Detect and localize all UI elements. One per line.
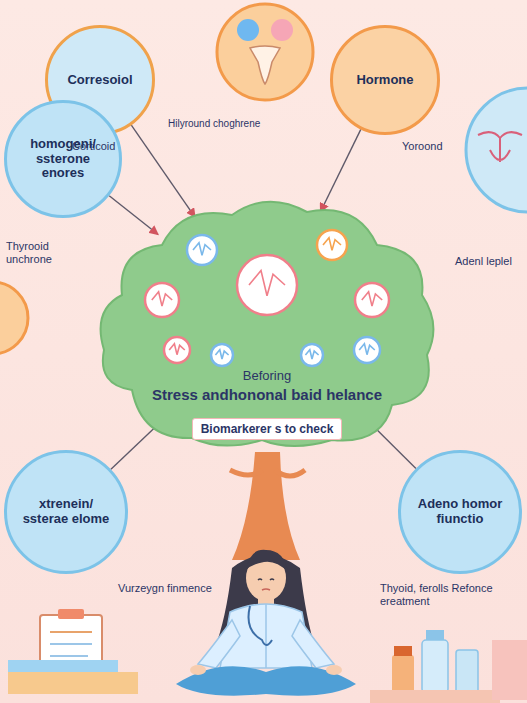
hormone-circle: Hormone (330, 25, 440, 135)
central-cloud: BeforingStress andhononal baid helanceBi… (92, 190, 442, 452)
cloud-shape (92, 190, 442, 452)
hormone-circle: homogeni/ ssterone enores (4, 100, 122, 218)
connector-arrow (320, 129, 360, 212)
biomarker-badge: Biomarkerer s to check (192, 418, 343, 440)
hormone-circle: Adeno homor fiunctio (398, 450, 522, 574)
text-label: Thyrooid unchrone (6, 240, 76, 266)
cloud-title: Stress andhononal baid helance (152, 386, 382, 403)
node-text: xtrenein/ ssterae elome (17, 497, 115, 527)
cloud-heading: Beforing (243, 368, 291, 383)
text-label: Vurzeygn finmence (118, 582, 212, 595)
node-text: Corresoiol (67, 73, 132, 88)
connector-arrow (131, 125, 195, 217)
node-text: Biomarkerer s to check (201, 422, 334, 436)
connector-arrow (109, 196, 158, 235)
text-label: Hilyround choghrene (168, 118, 260, 130)
node-text: Hormone (356, 73, 413, 88)
text-label: Yoroond (402, 140, 443, 153)
text-label: Thyoid, ferolls Refonce ereatment (380, 582, 500, 608)
text-label: Corticoid (72, 140, 115, 153)
node-text: Adeno homor fiunctio (411, 497, 509, 527)
text-label: Adenl leplel (455, 255, 512, 268)
hormone-circle: xtrenein/ ssterae elome (4, 450, 128, 574)
